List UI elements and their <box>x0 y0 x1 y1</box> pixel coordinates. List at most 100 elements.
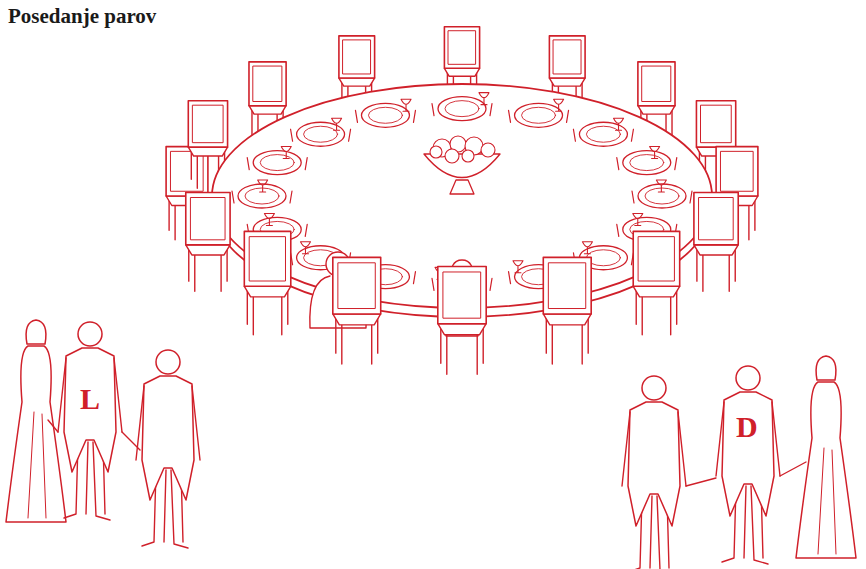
chair-seat <box>188 147 227 156</box>
arms <box>622 412 686 486</box>
chair-back <box>444 27 479 69</box>
standing-man <box>136 350 200 548</box>
cutlery <box>509 272 511 284</box>
chair-seat <box>444 68 479 76</box>
plate-rim <box>368 107 402 123</box>
fruit <box>481 143 495 157</box>
back-letter: D <box>736 412 758 442</box>
cutlery <box>413 272 415 284</box>
wine-glass <box>582 242 592 254</box>
place-setting <box>291 118 351 146</box>
plate <box>361 103 409 127</box>
wine-glass <box>479 93 489 105</box>
place-setting <box>573 118 633 146</box>
chair-seat <box>638 106 675 114</box>
wine-glass <box>650 147 660 159</box>
chair-leg <box>341 325 342 364</box>
tailcoat <box>64 348 116 472</box>
chair-back-panel <box>642 66 671 101</box>
chair <box>438 266 486 374</box>
cutlery <box>567 110 569 122</box>
chair-back-panel <box>193 105 223 142</box>
chair-back-panel <box>448 31 475 65</box>
cutlery <box>490 278 492 290</box>
gown-fold <box>818 448 824 554</box>
plate <box>623 151 671 175</box>
chair-back-panel <box>338 263 375 309</box>
cutlery <box>291 129 293 141</box>
head <box>736 366 760 390</box>
back-letter: L <box>80 384 100 414</box>
chair-leg <box>670 297 671 335</box>
chair-seat <box>244 286 290 297</box>
standing-woman <box>796 356 856 558</box>
chair-leg <box>253 297 254 335</box>
chair-back <box>543 257 591 314</box>
gown <box>796 382 856 558</box>
chair-leg <box>446 335 447 375</box>
arms <box>716 402 780 476</box>
head <box>816 356 836 380</box>
arms <box>58 358 122 432</box>
place-setting <box>247 147 307 175</box>
centerpiece <box>424 136 500 194</box>
diagram-title: Posedanje parov <box>8 4 156 29</box>
plate-rim <box>260 155 294 171</box>
standing-man <box>622 376 686 569</box>
chair-back-panel <box>253 66 282 101</box>
chair-back-panel <box>549 263 586 309</box>
plate-rim <box>586 126 620 142</box>
chair-seat <box>339 78 375 86</box>
cutlery <box>690 191 692 203</box>
chair <box>186 192 230 291</box>
chair-seat <box>633 286 679 297</box>
head <box>26 320 46 344</box>
wine-glass <box>656 180 666 192</box>
cutlery <box>675 158 677 170</box>
cutlery <box>413 110 415 122</box>
wine-glass <box>258 180 268 192</box>
chair-leg <box>581 325 582 364</box>
chair-back <box>249 62 286 106</box>
chair-back <box>549 36 585 78</box>
fruit <box>445 149 459 163</box>
gown-fold <box>832 450 836 554</box>
chair-leg <box>702 255 703 291</box>
head <box>78 322 102 346</box>
chair-back-panel <box>701 105 731 142</box>
cutlery <box>305 224 307 236</box>
cutlery <box>632 191 634 203</box>
wine-glass <box>614 118 624 130</box>
place-setting <box>509 99 569 127</box>
chair-seat <box>438 324 486 335</box>
tailcoat <box>142 376 194 500</box>
plate <box>438 97 486 121</box>
chair-back <box>696 101 735 147</box>
chair-back-panel <box>721 151 753 191</box>
cutlery <box>617 224 619 236</box>
cutlery <box>232 191 234 203</box>
chair-leg <box>729 255 730 291</box>
wine-glass <box>264 213 274 225</box>
wine-glass <box>513 261 523 273</box>
plate-rim <box>522 107 556 123</box>
cutlery <box>432 104 434 116</box>
plate-rim <box>245 188 279 204</box>
chair <box>633 231 679 334</box>
tailcoat <box>722 392 774 516</box>
chair-back <box>638 62 675 106</box>
fruit <box>462 150 474 162</box>
chair-leg <box>477 335 478 375</box>
wine-glass <box>554 99 564 111</box>
chair-leg <box>642 297 643 335</box>
bowl-base <box>450 180 474 194</box>
plate-rim <box>445 101 479 117</box>
chair-back-panel <box>639 237 675 281</box>
chair-seat <box>694 245 738 255</box>
chair-back <box>333 257 381 314</box>
chair <box>694 192 738 291</box>
chair-back-panel <box>171 151 203 191</box>
chair-seat <box>333 314 381 325</box>
held-hands <box>48 420 806 486</box>
